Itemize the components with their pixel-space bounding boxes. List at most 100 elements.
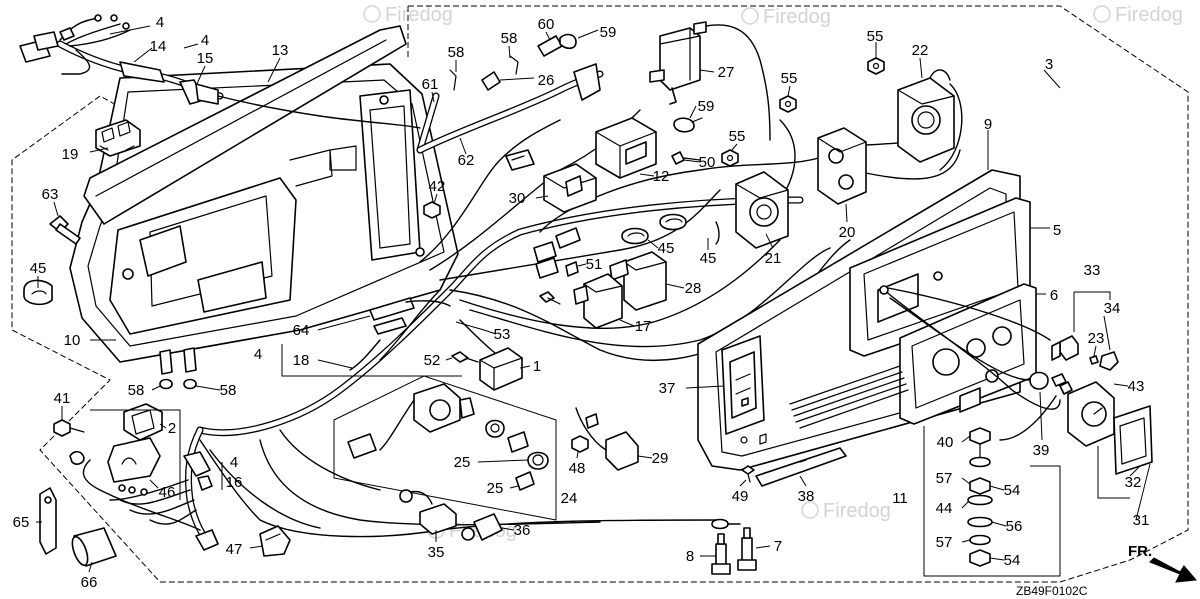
watermark-top-right: Firedog <box>741 6 831 28</box>
callout-44: 44 <box>936 500 953 517</box>
watermark-far-right: Firedog <box>1093 4 1183 26</box>
callout-58: 58 <box>501 30 518 47</box>
callout-9: 9 <box>984 116 992 133</box>
callout-3: 3 <box>1045 56 1053 73</box>
callout-37: 37 <box>659 380 676 397</box>
clip-left <box>23 279 53 306</box>
callout-58: 58 <box>128 382 145 399</box>
switch-box <box>595 117 657 179</box>
cable-21 <box>715 221 720 245</box>
callout-36: 36 <box>514 522 531 539</box>
relay-17 <box>573 273 623 329</box>
callout-25: 25 <box>454 454 471 471</box>
callout-65: 65 <box>13 514 30 531</box>
callout-38: 38 <box>798 488 815 505</box>
callout-48: 48 <box>569 460 586 477</box>
callout-1: 1 <box>533 358 541 375</box>
callout-56: 56 <box>1006 518 1023 535</box>
breaker-cover <box>1113 405 1153 475</box>
callout-46: 46 <box>159 484 176 501</box>
tube-pair <box>159 347 197 375</box>
cover-46 <box>107 437 161 483</box>
sensor-36 <box>461 513 503 541</box>
clip-58-left <box>159 378 173 390</box>
clip-mid-b <box>659 213 687 231</box>
callout-18: 18 <box>293 352 310 369</box>
callout-35: 35 <box>428 544 445 561</box>
nut-48 <box>571 435 589 453</box>
receptacle-22 <box>897 69 963 171</box>
clip-58-right <box>183 378 197 390</box>
bolt-42 <box>423 201 441 219</box>
callout-15: 15 <box>197 50 214 67</box>
callout-19: 19 <box>62 146 79 163</box>
callout-42: 42 <box>429 178 446 195</box>
callout-34: 34 <box>1104 300 1121 317</box>
panel-vents <box>740 365 909 445</box>
callout-20: 20 <box>839 224 856 241</box>
callout-24: 24 <box>561 490 578 507</box>
svg-text:Firedog: Firedog <box>1115 4 1183 26</box>
callout-4: 4 <box>230 454 238 471</box>
group-46-box <box>90 409 181 500</box>
receptacle-21 <box>735 171 789 249</box>
callout-63: 63 <box>42 186 59 203</box>
tube-66 <box>71 527 117 567</box>
bolt-41 <box>53 419 85 437</box>
group-11-box <box>923 426 1061 577</box>
callout-45: 45 <box>658 240 675 257</box>
assembly-boundary <box>11 5 1189 583</box>
callout-50: 50 <box>699 154 716 171</box>
switch-35 <box>399 489 457 535</box>
callout-23: 23 <box>1088 330 1105 347</box>
nut-55-low <box>721 149 739 167</box>
fuse-holder <box>349 297 451 371</box>
nut-55-top <box>867 57 885 75</box>
callout-16: 16 <box>226 474 243 491</box>
svg-text:FR.: FR. <box>1128 543 1152 560</box>
starter-switch <box>347 383 549 491</box>
callout-28: 28 <box>685 280 702 297</box>
leader-lines <box>36 25 1151 573</box>
callout-54: 54 <box>1004 552 1021 569</box>
callout-55: 55 <box>867 28 884 45</box>
bolt-53 <box>539 291 561 305</box>
callout-6: 6 <box>1050 287 1058 304</box>
front-direction-arrow: FR. <box>1128 543 1198 583</box>
callout-51: 51 <box>586 256 603 273</box>
callout-14: 14 <box>150 38 167 55</box>
callout-45: 45 <box>700 250 717 267</box>
callout-22: 22 <box>912 42 929 59</box>
tubes <box>416 33 604 154</box>
callout-33: 33 <box>1084 262 1101 279</box>
callout-57: 57 <box>936 534 953 551</box>
group-32-box <box>1097 446 1130 499</box>
callout-25: 25 <box>487 480 504 497</box>
callout-58: 58 <box>220 382 237 399</box>
sub-harness-top <box>19 14 421 129</box>
callout-5: 5 <box>1053 222 1061 239</box>
terminal-8 <box>711 533 731 575</box>
callout-11: 11 <box>892 490 908 507</box>
callout-57: 57 <box>936 470 953 487</box>
callout-7: 7 <box>774 538 782 555</box>
receptacle-20 <box>817 127 867 205</box>
group-4-box-a <box>281 344 462 377</box>
callout-32: 32 <box>1125 474 1142 491</box>
callout-30: 30 <box>509 190 526 207</box>
screw-49 <box>741 465 755 483</box>
callout-29: 29 <box>652 450 669 467</box>
bracket <box>123 403 163 441</box>
callout-47: 47 <box>226 541 243 558</box>
gasket <box>83 25 407 225</box>
callout-4: 4 <box>254 346 262 363</box>
wire-39 <box>879 285 1061 441</box>
watermark-bottom-right: Firedog <box>801 500 891 522</box>
strap-65 <box>39 487 57 555</box>
callout-59: 59 <box>600 24 617 41</box>
svg-text:Firedog: Firedog <box>385 4 453 26</box>
group-33-box <box>1073 291 1111 332</box>
